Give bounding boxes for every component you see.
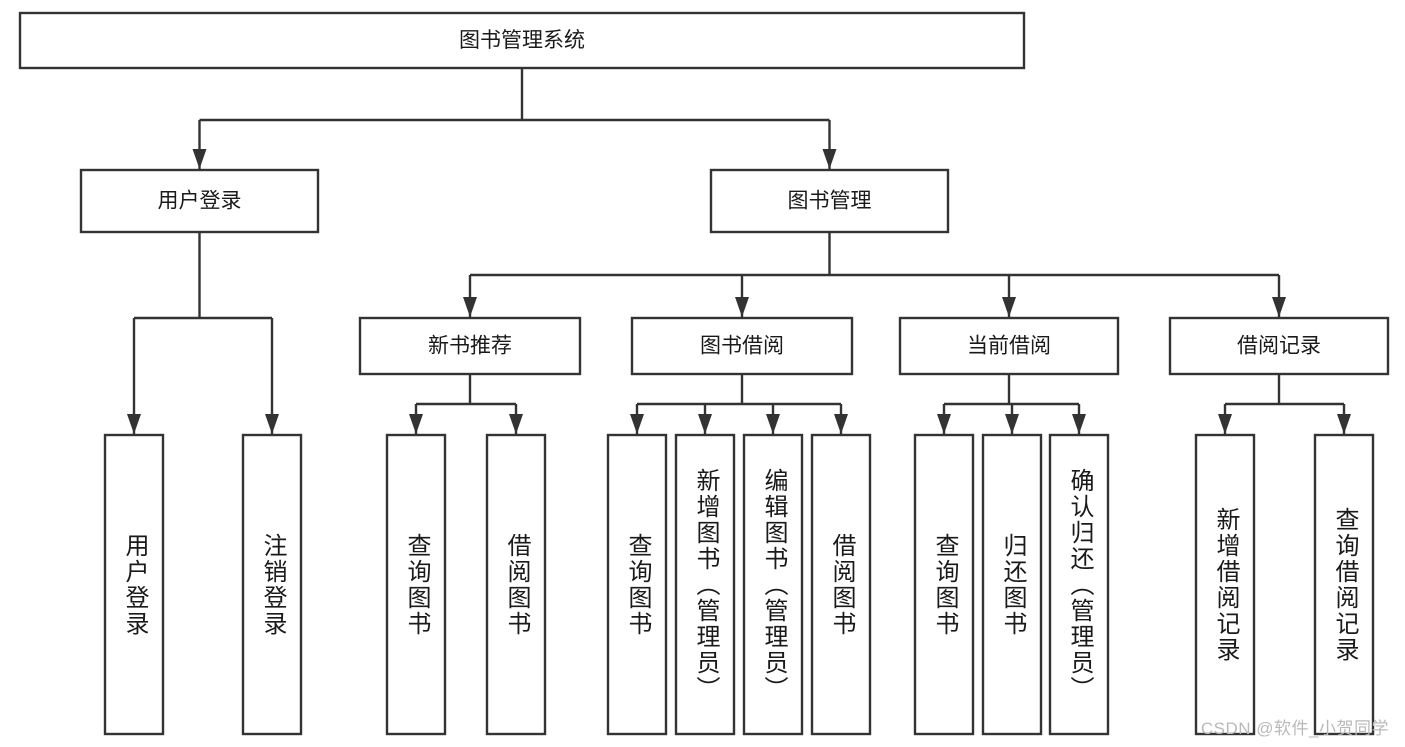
leaf-node-box[interactable] bbox=[1048, 433, 1110, 736]
leaf-node-box[interactable] bbox=[385, 433, 447, 736]
arrow-head-icon bbox=[1337, 414, 1351, 434]
leaf-node-box[interactable] bbox=[913, 433, 975, 736]
arrow-head-icon bbox=[1072, 414, 1086, 434]
arrow-head-icon bbox=[463, 297, 477, 317]
leaf-node-box[interactable] bbox=[674, 433, 736, 736]
level2-node-label: 用户登录 bbox=[158, 190, 242, 213]
level3-node-label: 当前借阅 bbox=[967, 335, 1051, 358]
leaf-node-box[interactable] bbox=[1194, 433, 1256, 736]
level2-node-box[interactable] bbox=[79, 168, 320, 234]
leaf-node-box[interactable] bbox=[1313, 433, 1375, 736]
root-node-box[interactable] bbox=[18, 11, 1026, 70]
node-boxes-layer bbox=[18, 11, 1390, 736]
arrow-head-icon bbox=[192, 149, 207, 169]
arrow-head-icon bbox=[698, 414, 712, 434]
leaf-node-box[interactable] bbox=[742, 433, 804, 736]
arrow-head-icon bbox=[766, 414, 780, 434]
arrow-head-icon bbox=[1218, 414, 1232, 434]
level3-node-box[interactable] bbox=[898, 316, 1120, 376]
leaf-node-box[interactable] bbox=[103, 433, 165, 736]
level3-node-box[interactable] bbox=[358, 316, 582, 376]
leaf-node-box[interactable] bbox=[241, 433, 303, 736]
arrow-head-icon bbox=[127, 414, 141, 434]
root-node-label: 图书管理系统 bbox=[459, 29, 585, 52]
level3-node-box[interactable] bbox=[630, 316, 854, 376]
arrow-head-icon bbox=[735, 297, 749, 317]
leaf-node-box[interactable] bbox=[606, 433, 668, 736]
arrow-head-icon bbox=[834, 414, 848, 434]
level2-node-label: 图书管理 bbox=[788, 190, 872, 213]
leaf-node-box[interactable] bbox=[810, 433, 872, 736]
level2-node-box[interactable] bbox=[709, 168, 950, 234]
arrow-head-icon bbox=[937, 414, 951, 434]
arrow-head-icon bbox=[1272, 297, 1286, 317]
level3-node-label: 图书借阅 bbox=[700, 335, 784, 358]
level3-node-label: 新书推荐 bbox=[428, 335, 512, 358]
level3-node-label: 借阅记录 bbox=[1237, 335, 1321, 358]
arrow-head-icon bbox=[409, 414, 423, 434]
arrow-head-icon bbox=[1005, 414, 1019, 434]
csdn-watermark: CSDN @软件_小贺同学 bbox=[1200, 719, 1389, 738]
leaf-node-box[interactable] bbox=[485, 433, 547, 736]
arrow-head-icon bbox=[1002, 297, 1016, 317]
level3-node-box[interactable] bbox=[1168, 316, 1390, 376]
arrow-head-icon bbox=[822, 149, 837, 169]
leaf-node-box[interactable] bbox=[981, 433, 1043, 736]
arrow-head-icon bbox=[509, 414, 523, 434]
arrow-head-icon bbox=[630, 414, 644, 434]
arrow-head-icon bbox=[265, 414, 279, 434]
connectors-layer bbox=[127, 68, 1351, 434]
